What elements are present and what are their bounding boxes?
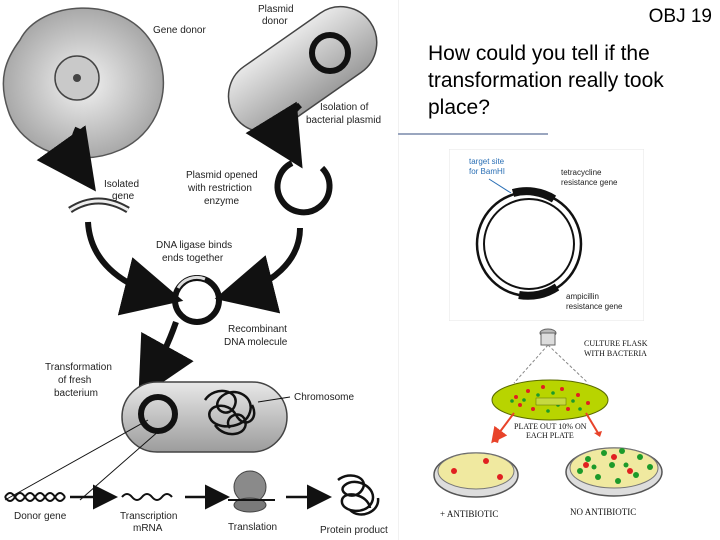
target-site-pointer	[488, 178, 512, 194]
ribosome-small-subunit	[233, 497, 267, 513]
plus-antibiotic-label: + ANTIBIOTIC	[440, 509, 498, 519]
ampicillin-label-1: ampicillin	[566, 292, 599, 301]
ampicillin-gene-segment	[518, 283, 560, 300]
donor-gene-label: Donor gene	[14, 511, 67, 522]
tetracycline-label-1: tetracycline	[561, 168, 602, 177]
chromosome-label: Chromosome	[294, 392, 354, 403]
transformation-label-3: bacterium	[54, 388, 98, 399]
arrow-gene-to-recombinant	[85, 221, 184, 316]
translation-label: Translation	[228, 522, 277, 533]
target-site-label-1: target site	[469, 157, 505, 166]
transcription-label-2: mRNA	[133, 523, 163, 534]
isolation-label-1: Isolation of	[320, 102, 369, 113]
slide-divider	[398, 0, 399, 540]
ampicillin-label-2: resistance gene	[566, 302, 623, 311]
no-antibiotic-colonies	[577, 448, 653, 484]
culture-flask-neck	[540, 332, 556, 346]
arrow-plasmid-isolation	[245, 101, 303, 169]
arrow-to-left-plate	[491, 412, 515, 444]
plasmid-donor-label-1: Plasmid	[258, 4, 294, 15]
flask-cone-left	[513, 344, 549, 384]
culture-flask-label-2: WITH BACTERIA	[584, 349, 647, 358]
plate-out-label-1: PLATE OUT 10% ON	[514, 422, 587, 431]
arrow-to-transformation	[138, 321, 194, 399]
plasmid-opened-label-1: Plasmid opened	[186, 170, 258, 181]
plate-out-label-2: EACH PLATE	[526, 431, 574, 440]
culture-plates-figure: CULTURE FLASK WITH BACTERIA PLATE OUT 10…	[433, 328, 663, 519]
isolated-gene-label-1: Isolated	[104, 179, 139, 190]
plasmid-map: target site for BamHI tetracycline resis…	[449, 149, 644, 321]
arrow-gene-isolation	[36, 125, 96, 192]
genetic-engineering-diagram: Gene donor Plasmid donor Isolation of ba…	[2, 4, 388, 536]
objective-label: OBJ 19	[648, 6, 712, 27]
transformation-label-2: of fresh	[58, 375, 91, 386]
culture-slot	[535, 397, 567, 406]
zoom-line-left	[4, 419, 149, 501]
recombinant-plasmid-in-cell	[138, 394, 178, 434]
question-underline	[398, 133, 548, 135]
transformation-label-1: Transformation	[45, 362, 112, 373]
arrow-head-right	[594, 431, 602, 437]
target-site-label-2: for BamHI	[469, 167, 505, 176]
transcription-label-1: Transcription	[120, 511, 177, 522]
protein-product-label: Protein product	[320, 525, 388, 536]
gene-donor-label: Gene donor	[153, 25, 206, 36]
tetracycline-label-2: resistance gene	[561, 178, 618, 187]
ligase-label-2: ends together	[162, 253, 224, 264]
nucleolus	[73, 74, 81, 82]
arrow-plasmid-to-recombinant	[214, 227, 303, 314]
plasmid-opened-label-2: with restriction	[187, 183, 252, 194]
mrna-strand	[121, 493, 173, 501]
isolated-gene-label-2: gene	[112, 191, 135, 202]
chromosome-pointer	[257, 396, 291, 403]
question-text: How could you tell if the transformation…	[428, 42, 664, 119]
plus-antibiotic-plate-agar	[437, 452, 515, 490]
plasmid-opened-label-3: enzyme	[204, 196, 239, 207]
arrow-to-right-plate	[585, 412, 599, 434]
opened-plasmid	[274, 160, 333, 216]
tetracycline-gene-segment	[511, 187, 557, 203]
culture-flask-label-1: CULTURE FLASK	[584, 339, 648, 348]
no-antibiotic-label: NO ANTIBIOTIC	[570, 507, 636, 517]
plasmid-ring-inner	[483, 198, 575, 290]
donor-plasmid	[309, 32, 351, 74]
bacterial-chromosome	[203, 389, 256, 436]
arrow-head-left	[492, 435, 500, 443]
zoom-line-right	[79, 429, 161, 501]
ligase-label-1: DNA ligase binds	[156, 240, 232, 251]
culture-dots	[514, 385, 590, 411]
isolation-label-2: bacterial plasmid	[306, 115, 381, 126]
plasmid-donor-label-2: donor	[262, 16, 288, 27]
plus-antibiotic-colonies	[451, 458, 503, 480]
protein-product-shape	[337, 474, 380, 516]
recombinant-label-1: Recombinant	[228, 324, 287, 335]
recombinant-label-2: DNA molecule	[224, 337, 288, 348]
flask-cone-right	[547, 344, 589, 384]
